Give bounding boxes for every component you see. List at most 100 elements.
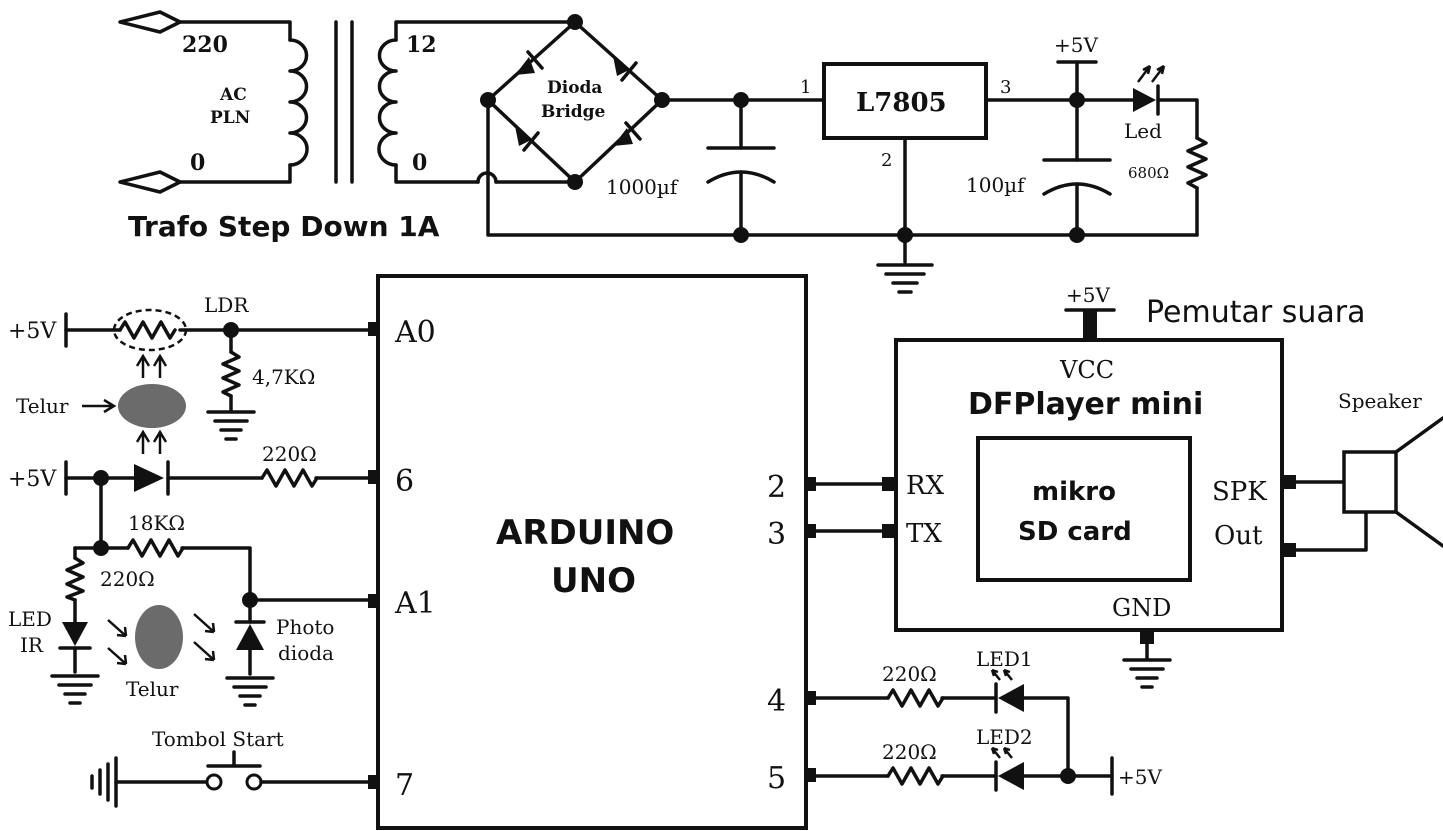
dfplayer-vcc-stub [1083, 310, 1097, 340]
ir-led-label-line1: LED [8, 607, 52, 631]
secondary-coil [377, 38, 398, 167]
dfplayer-tx-stub [882, 524, 896, 538]
led2-label: LED2 [976, 725, 1033, 749]
reg-pin1: 1 [800, 77, 811, 98]
dfplayer-pin-vcc: VCC [1059, 356, 1114, 384]
ac-plug-top [118, 10, 182, 34]
arduino-name-line2: UNO [551, 561, 636, 601]
power-led-resistor-label: 680Ω [1128, 164, 1169, 182]
dfplayer-section: Pemutar suara +5V VCC DFPlayer mini mikr… [814, 283, 1443, 689]
speaker-label: Speaker [1338, 389, 1422, 413]
pin-7-stub [368, 775, 380, 789]
bridge-diode-2 [613, 56, 638, 82]
arduino-name-line1: ARDUINO [496, 513, 674, 553]
pin-5-stub [804, 768, 816, 782]
pin-label-a0: A0 [394, 315, 436, 350]
ir-resistor [65, 556, 85, 602]
pin-label-4: 4 [767, 684, 786, 719]
button-contact-right [245, 773, 263, 791]
bridge-diode-3 [515, 126, 540, 152]
pin-6-stub [368, 470, 380, 484]
reg-pin3: 3 [1000, 77, 1011, 98]
bridge-diode-4 [613, 121, 642, 146]
ir-led [62, 622, 88, 646]
pin-2-stub [804, 477, 816, 491]
ldr-label: LDR [204, 293, 249, 317]
led1 [998, 684, 1024, 712]
led1-label: LED1 [976, 647, 1033, 671]
pin-label-2: 2 [767, 470, 786, 505]
led2 [998, 762, 1024, 790]
photodiode-label-line1: Photo [276, 615, 334, 639]
sensor-section: +5V LDR 4,7KΩ Telur +5V [8, 293, 370, 808]
led-series-resistor-label: 220Ω [262, 442, 317, 466]
indicator-vcc-label: +5V [1118, 765, 1162, 789]
start-push-button [206, 750, 262, 768]
ir-led-label-line2: IR [20, 633, 44, 657]
power-led-resistor [1186, 136, 1208, 190]
regulator-label: L7805 [856, 88, 947, 118]
bridge-label-line2: Bridge [541, 102, 606, 122]
pin-label-5: 5 [767, 761, 786, 796]
led-vcc-label: +5V [8, 467, 57, 492]
egg-top [118, 384, 186, 428]
egg-bottom [135, 605, 183, 669]
power-led [1133, 64, 1166, 116]
ldr-ground [206, 410, 256, 441]
power-supply-section: 220 0 AC PLN 12 0 Dioda Bridge [118, 10, 1208, 294]
dfplayer-gnd-stub [1140, 630, 1154, 644]
indicator-section: 220Ω LED1 220Ω LED2 +5V [814, 647, 1162, 796]
bridge-diode-1 [515, 50, 544, 75]
sd-card-box [976, 436, 1192, 582]
ir-ground [50, 674, 100, 705]
transformer-label: Trafo Step Down 1A [128, 210, 440, 243]
dfplayer-pin-spk: SPK [1212, 477, 1267, 507]
ldr-vcc-label: +5V [8, 319, 57, 344]
pin-3-stub [804, 524, 816, 538]
egg-bottom-label: Telur [126, 677, 179, 701]
led2-resistor [886, 766, 945, 786]
photodiode [236, 624, 264, 650]
primary-voltage-label: 220 [182, 32, 228, 58]
pin-label-3: 3 [767, 517, 786, 552]
photodiode-label-line2: dioda [278, 641, 334, 665]
secondary-zero-label: 0 [412, 150, 427, 176]
dfplayer-pin-gnd: GND [1112, 594, 1171, 622]
pin-a0-stub [368, 322, 380, 336]
ac-label: AC [219, 85, 247, 105]
pin-label-6: 6 [395, 464, 414, 499]
dfplayer-vcc-label: +5V [1066, 283, 1110, 307]
top-led [134, 464, 164, 492]
led1-resistor [886, 688, 945, 708]
feedback-resistor [126, 538, 185, 558]
dfplayer-pin-tx: TX [906, 519, 942, 549]
dfplayer-pin-out: Out [1214, 521, 1263, 551]
power-led-label: Led [1124, 119, 1162, 143]
feedback-resistor-label: 18KΩ [128, 511, 185, 535]
input-cap-label: 1000µf [606, 175, 679, 199]
ir-resistor-label: 220Ω [100, 567, 155, 591]
spk-out-stub-1 [1282, 475, 1296, 489]
bridge-label-line1: Dioda [547, 78, 602, 98]
led1-resistor-label: 220Ω [882, 662, 937, 686]
ldr-resistor [118, 320, 177, 340]
primary-coil [288, 38, 309, 167]
egg-top-label: Telur [16, 394, 69, 418]
spk-out-stub-2 [1282, 543, 1296, 557]
speaker-magnet [1342, 450, 1398, 514]
sd-card-line1: mikro [1032, 477, 1116, 507]
primary-zero-label: 0 [190, 150, 205, 176]
output-cap-label: 100µf [966, 173, 1026, 197]
dfplayer-name: DFPlayer mini [968, 387, 1203, 422]
pin-a1-stub [368, 594, 380, 608]
dfplayer-title: Pemutar suara [1146, 295, 1365, 330]
ldr-pulldown-resistor [221, 350, 241, 398]
psu-out-voltage: +5V [1054, 33, 1098, 57]
ac-plug-bottom [118, 170, 182, 194]
secondary-voltage-label: 12 [406, 32, 437, 58]
pin-4-stub [804, 691, 816, 705]
ldr-resistor-label: 4,7KΩ [252, 365, 315, 389]
start-button-ground [90, 756, 118, 808]
photodiode-ground [225, 676, 275, 707]
